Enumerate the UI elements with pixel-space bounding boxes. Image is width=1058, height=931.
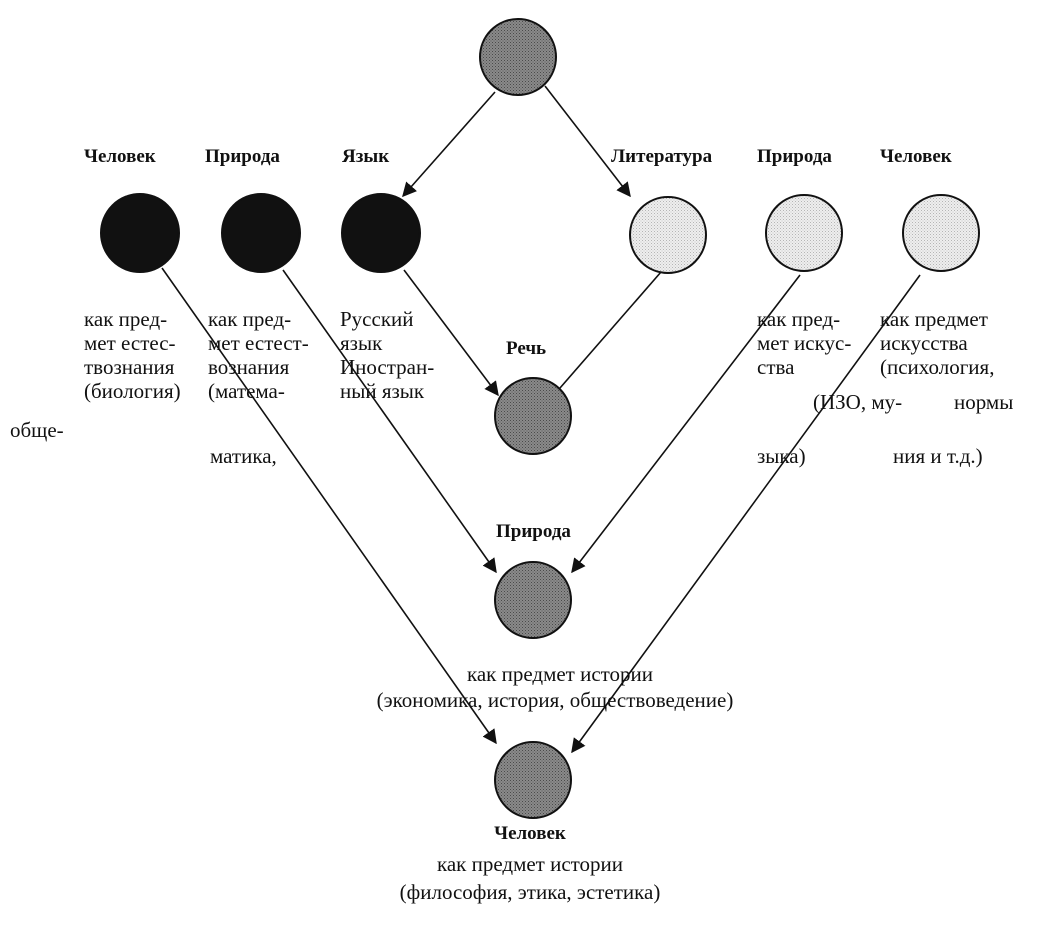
node-priroda-right (765, 194, 843, 272)
label-priroda-right: Природа (757, 146, 832, 167)
desc-normy: нормы (954, 390, 1014, 414)
node-chelovek-right (902, 194, 980, 272)
edge-priroda-right-to-priroda (571, 274, 801, 574)
edge-yazyk-to-rech (403, 269, 499, 397)
desc-chelovek-right: как предмет искусства (психология, (880, 307, 995, 379)
node-chelovek-center (494, 741, 572, 819)
node-rech (494, 377, 572, 455)
desc-matematika: матика, (210, 444, 277, 468)
desc-priroda-center-1: как предмет истории (466, 662, 654, 686)
label-yazyk: Язык (342, 146, 390, 167)
label-chelovek-center: Человек (494, 823, 566, 844)
node-priroda-center (494, 561, 572, 639)
edge-top-to-literatura (544, 85, 631, 198)
label-priroda-center: Природа (496, 521, 571, 542)
node-chelovek-left (100, 193, 180, 273)
label-chelovek-left: Человек (84, 146, 156, 167)
desc-chelovek-left: как пред- мет естес- твознания (биология… (84, 307, 181, 403)
desc-chelovek-center-2: (философия, этика, эстетика) (399, 880, 661, 904)
desc-priroda-left: как пред- мет естест- вознания (матема- (208, 307, 309, 403)
node-yazyk (341, 193, 421, 273)
label-chelovek-right: Человек (880, 146, 952, 167)
edge-top-to-yazyk (402, 91, 496, 198)
label-rech: Речь (506, 338, 547, 359)
label-literatura: Литература (611, 146, 713, 167)
desc-yazyk: Русский язык Иностран- ный язык (340, 307, 435, 403)
desc-priroda-right: как пред- мет искус- ства (757, 307, 852, 379)
node-top (479, 18, 557, 96)
node-priroda-left (221, 193, 301, 273)
desc-niya: ния и т.д.) (893, 444, 983, 468)
desc-chelovek-center-1: как предмет истории (436, 852, 624, 876)
edge-literatura-to-rech (559, 271, 662, 389)
desc-izo: (ИЗО, му- (813, 390, 903, 414)
node-literatura (629, 196, 707, 274)
desc-priroda-center-2: (экономика, история, обществоведение) (376, 688, 734, 712)
desc-obshche: обще- (10, 418, 64, 442)
edge-priroda-left-to-priroda (282, 269, 497, 574)
label-priroda-left: Природа (205, 146, 280, 167)
desc-zyka: зыка) (757, 444, 806, 468)
edge-chelovek-left-to-chelovek (161, 267, 497, 745)
edge-chelovek-right-to-chelovek (571, 274, 921, 754)
